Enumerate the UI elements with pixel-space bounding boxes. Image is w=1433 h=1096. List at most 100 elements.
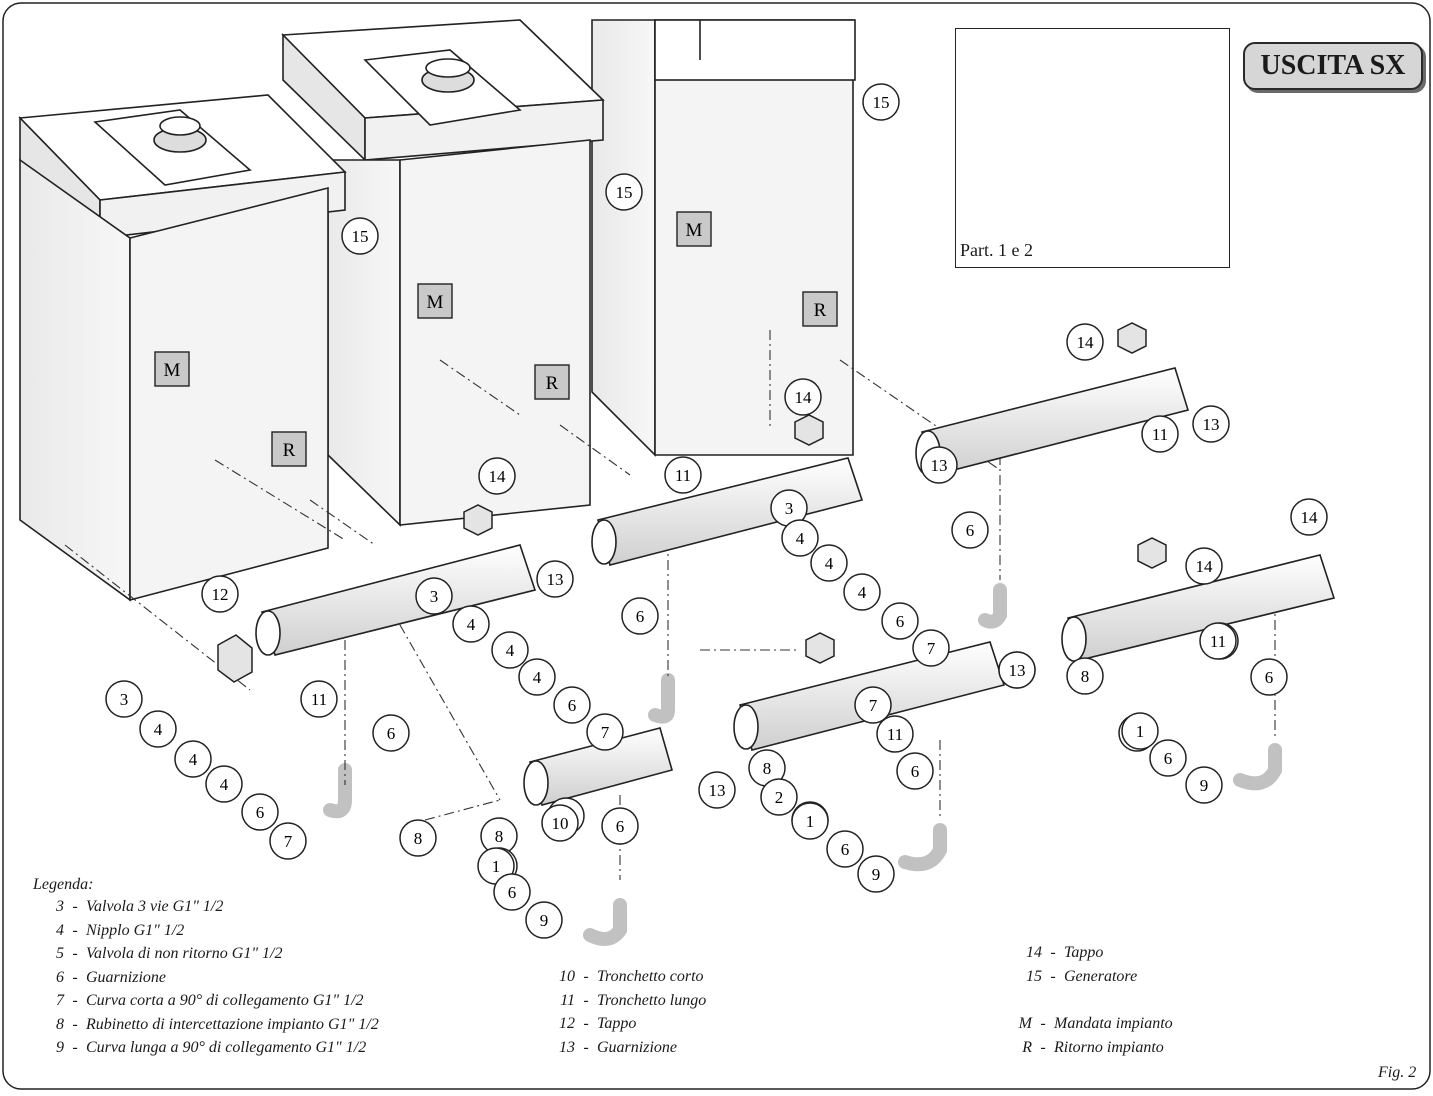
legend-entry-text: Nipplo G1" 1/2 [86,921,185,939]
callout-number: 4 [825,554,834,573]
callout-number: 6 [256,803,265,822]
callout-circle [541,804,579,842]
callout-13: 13 [998,651,1036,689]
callout-6: 6 [826,830,864,868]
legend-entry-text: Guarnizione [86,968,166,986]
callout-14: 14 [784,378,822,416]
callout-circle [1121,712,1159,750]
callout-number: 13 [1203,415,1220,434]
callout-circle [491,631,529,669]
legend-entry: 6-Guarnizione [42,969,166,987]
callout-number: 11 [1152,425,1168,444]
callout-4: 4 [518,658,556,696]
legend-entry-number: 3 [56,898,64,915]
legend-entry-text: Tronchetto corto [597,968,704,985]
callout-4: 4 [174,740,212,778]
callout-circle [1185,766,1223,804]
callout-number: 14 [1077,333,1095,352]
callout-number: 9 [540,911,549,930]
legend-entry-number: 10 [559,968,575,985]
legend-entry: 12-Tappo [553,1015,636,1033]
callout-number: 4 [506,641,515,660]
callout-6: 6 [601,807,639,845]
boxed-label-R: R [802,291,838,327]
legend-entry: 5-Valvola di non ritorno G1" 1/2 [42,945,283,963]
callout-number: 4 [189,750,198,769]
callout-6: 6 [1149,739,1187,777]
legend-dash: - [583,1038,589,1056]
legend-entry-text: Curva corta a 90° di collegamento G1" 1/… [86,992,364,1009]
callout-number: 3 [120,690,129,709]
legend-entry-number: 11 [560,991,575,1009]
boxed-label-box [154,351,190,387]
callout-circle [664,456,702,494]
callout-1: 1 [1121,712,1159,750]
callout-number: 8 [414,829,423,848]
legend-entry-text: Guarnizione [597,1038,677,1056]
callout-14: 14 [478,457,516,495]
callout-7: 7 [854,686,892,724]
callout-circle [857,855,895,893]
legend-dash: - [72,921,78,939]
legend-entry: R-Ritorno impianto [1010,1039,1164,1057]
callout-number: 15 [616,183,633,202]
boxed-label-text: R [814,300,827,321]
callout-7: 7 [586,713,624,751]
callout-number: 6 [636,607,645,626]
legend-entry-number: 14 [1026,944,1042,961]
callout-number: 8 [763,759,772,778]
callout-8: 8 [399,819,437,857]
callout-circle [174,740,212,778]
callout-number: 10 [552,814,569,833]
legend-entry-text: Rubinetto di intercettazione impianto G1… [86,1015,379,1033]
callout-circle [269,822,307,860]
boxed-label-text: R [283,440,296,461]
callout-11: 11 [1141,415,1179,453]
callout-circle [493,873,531,911]
boxed-label-R: R [534,364,570,400]
callout-number: 4 [533,668,542,687]
callout-circle [1141,415,1179,453]
boxed-label-text: M [686,220,703,241]
callout-circle [205,765,243,803]
callout-number: 1 [492,857,501,876]
legend-entry-number: 4 [56,921,64,939]
callout-circle [854,686,892,724]
callout-11: 11 [300,680,338,718]
legend-entry: 4-Nipplo G1" 1/2 [42,922,184,940]
callout-6: 6 [372,714,410,752]
callout-circle [478,457,516,495]
callout-circle [621,597,659,635]
callout-8: 8 [1066,657,1104,695]
callout-number: 9 [1200,776,1209,795]
callout-number: 4 [220,775,229,794]
callout-number: 1 [806,812,815,831]
callout-number: 6 [1265,668,1274,687]
callout-circle [241,793,279,831]
callout-circle [553,686,591,724]
callout-4: 4 [781,519,819,557]
generator-2 [281,19,605,527]
legend-entry-text: Mandata impianto [1054,1015,1173,1032]
legend-dash: - [1050,967,1056,985]
callout-11: 11 [876,715,914,753]
generator-3 [591,19,856,457]
callout-circle [525,901,563,939]
callout-circle [372,714,410,752]
callout-circle [791,802,829,840]
legend-dash: - [583,1015,589,1032]
callout-circle [1066,657,1104,695]
legend-dash: - [72,968,78,986]
callout-circle [810,544,848,582]
boxed-label-text: M [164,360,181,381]
callout-number: 6 [841,840,850,859]
callout-number: 11 [1210,632,1226,651]
callout-number: 3 [430,587,439,606]
callout-3: 3 [415,577,453,615]
callout-number: 6 [911,762,920,781]
legend-entry: 9-Curva lunga a 90° di collegamento G1" … [42,1039,366,1057]
legend-dash: - [583,968,589,985]
callout-6: 6 [1250,658,1288,696]
legend-entry: 7-Curva corta a 90° di collegamento G1" … [42,992,364,1010]
boxed-label-text: R [546,373,559,394]
